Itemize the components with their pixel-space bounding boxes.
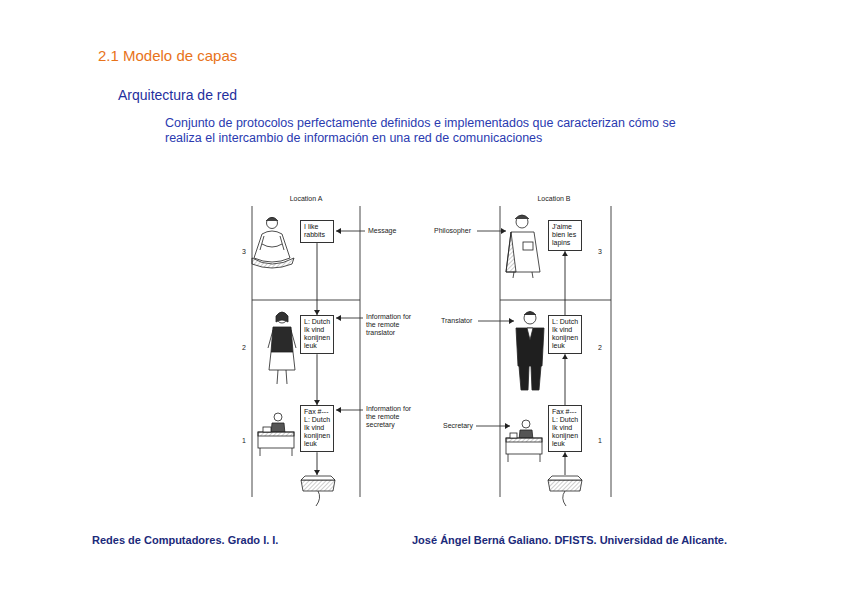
secretary-figure	[258, 413, 294, 456]
body-text: Conjunto de protocolos perfectamente def…	[165, 116, 685, 146]
flow-arrow	[565, 251, 566, 315]
layer-line	[500, 300, 611, 301]
leader-arrow	[478, 321, 514, 322]
layer-line	[252, 300, 360, 301]
philosopher-figure	[506, 215, 540, 278]
column-line	[500, 206, 501, 497]
fax-arrow	[565, 452, 566, 475]
philosopher-figure	[252, 218, 294, 269]
location-heading: Location A	[249, 195, 363, 203]
message-box: L: Dutch Ik vind konijnen leuk	[548, 315, 582, 354]
column-line	[360, 206, 361, 497]
location-heading: Location B	[497, 195, 611, 203]
leader-arrow	[476, 426, 510, 427]
leader-arrow	[336, 318, 363, 319]
message-text: I like rabbits	[304, 223, 331, 239]
layer-number: 3	[242, 248, 246, 256]
layer-number: 1	[598, 437, 602, 445]
leader-arrow	[336, 410, 363, 411]
secretary-figure	[506, 420, 542, 462]
callout-label: Secretary	[443, 422, 473, 430]
fax-machine	[301, 476, 582, 506]
fax-arrow	[317, 452, 318, 475]
footer-text: Redes de Computadores. Grado I. I.	[92, 534, 278, 547]
flow-arrow	[317, 243, 318, 315]
message-text: J'aime bien les lapins	[552, 223, 579, 247]
message-box: Fax #--- L: Dutch Ik vind konijnen leuk	[548, 405, 582, 452]
flow-arrow	[317, 354, 318, 405]
slide-title: 2.1 Modelo de capas	[98, 47, 237, 64]
column-line	[611, 206, 612, 497]
leader-arrow	[477, 231, 506, 232]
footer-text: José Ángel Berná Galiano. DFISTS. Univer…	[412, 534, 727, 547]
leader-arrow	[336, 231, 365, 232]
message-box: I like rabbits	[300, 220, 334, 243]
callout-label: Message	[368, 227, 396, 235]
callout-label: Information for the remote secretary	[366, 405, 416, 429]
message-box: Fax #--- L: Dutch Ik vind konijnen leuk	[300, 405, 334, 452]
column-line	[252, 206, 253, 497]
translator-figure	[516, 312, 544, 391]
message-box: J'aime bien les lapins	[548, 220, 582, 251]
message-text: Fax #--- L: Dutch Ik vind konijnen leuk	[304, 408, 331, 448]
message-box: L: Dutch Ik vind konijnen leuk	[300, 315, 334, 354]
section-heading: Arquitectura de red	[118, 87, 237, 104]
location-column: Location A I like rabbits L: Dutch Ik vind…	[249, 195, 363, 498]
translator-figure	[268, 312, 296, 384]
message-text: Fax #--- L: Dutch Ik vind konijnen leuk	[552, 408, 579, 448]
location-column: Location B J'aime bien les lapins L: Dutch…	[497, 195, 611, 498]
message-text: L: Dutch Ik vind konijnen leuk	[552, 318, 579, 350]
callout-label: Information for the remote translator	[366, 313, 416, 337]
layer-number: 1	[242, 437, 246, 445]
flow-arrow	[565, 354, 566, 405]
message-text: L: Dutch Ik vind konijnen leuk	[304, 318, 331, 350]
callout-label: Philosopher	[434, 227, 471, 235]
layer-number: 2	[598, 344, 602, 352]
layer-number: 3	[598, 248, 602, 256]
layer-number: 2	[242, 344, 246, 352]
callout-label: Translator	[441, 317, 472, 325]
